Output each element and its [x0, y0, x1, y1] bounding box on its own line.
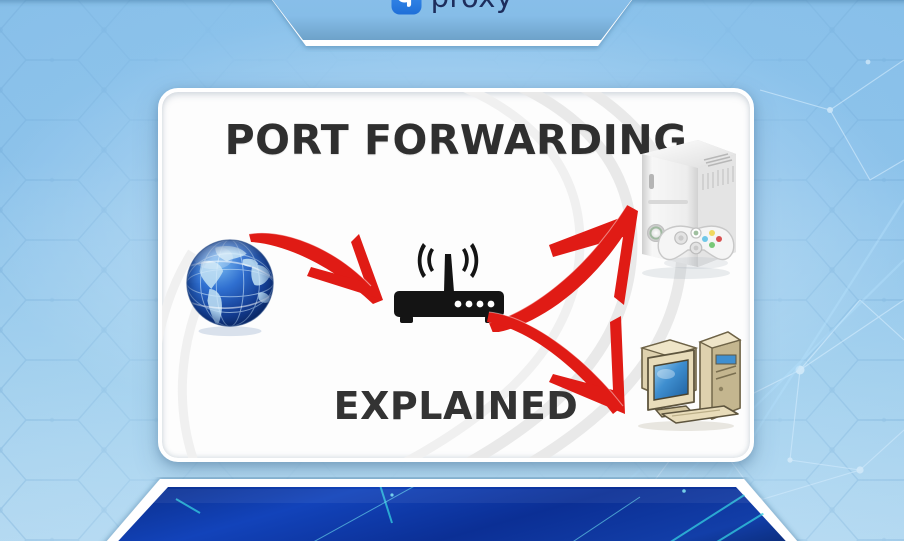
brand-logo-lockup[interactable]: proxy — [0, 0, 904, 20]
desktop-computer-icon — [638, 331, 742, 431]
header-frame-shape — [0, 0, 904, 46]
arrow-internet-to-router-icon — [248, 232, 383, 304]
arrow-router-to-computer-icon — [487, 311, 625, 414]
globe-icon — [186, 239, 274, 337]
brand-name-label: proxy — [431, 0, 514, 15]
page-title: PORT FORWARDING — [224, 116, 688, 164]
header-frame: proxy — [0, 0, 904, 52]
main-content-card: PORT FORWARDING EXPLAINED — [158, 88, 754, 462]
proxy-9-logo-icon — [391, 0, 422, 15]
card-inner-surface: PORT FORWARDING EXPLAINED — [162, 92, 750, 458]
bottom-panel-shape — [98, 479, 806, 541]
page-subtitle: EXPLAINED — [333, 384, 579, 428]
wireless-router-icon — [394, 243, 504, 323]
bottom-accent-panel — [0, 477, 904, 541]
game-console-icon — [642, 140, 736, 279]
